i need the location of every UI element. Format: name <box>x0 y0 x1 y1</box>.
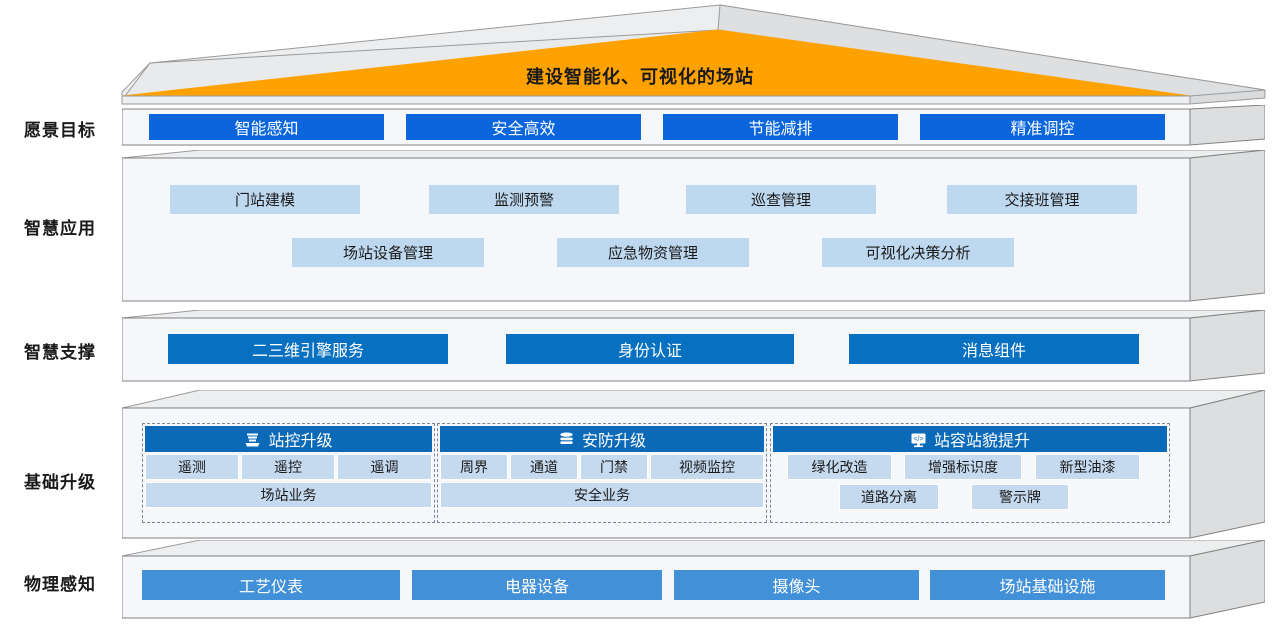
axis-label-support: 智慧支撑 <box>24 343 96 362</box>
roof-shape <box>120 4 1266 105</box>
app-item-5[interactable]: 应急物资管理 <box>557 238 749 267</box>
layer-base: 站控升级 遥测 遥控 遥调 场站业务 安防升级 周界 通道 门禁 <box>122 390 1265 540</box>
roof: 建设智能化、可视化的场站 <box>0 0 1273 150</box>
app-item-1[interactable]: 监测预警 <box>429 185 619 214</box>
base-group-2-item-2[interactable]: 新型油漆 <box>1035 454 1140 480</box>
base-group-0-item-1[interactable]: 遥控 <box>241 454 335 480</box>
support-item-0[interactable]: 二三维引擎服务 <box>168 334 448 364</box>
axis-label-vision: 愿景目标 <box>24 121 96 140</box>
physical-item-2[interactable]: 摄像头 <box>674 570 919 600</box>
app-item-3[interactable]: 交接班管理 <box>947 185 1137 214</box>
app-item-4[interactable]: 场站设备管理 <box>292 238 484 267</box>
app-item-0[interactable]: 门站建模 <box>170 185 360 214</box>
base-group-0-item-3[interactable]: 场站业务 <box>145 482 432 508</box>
base-group-2: </> 站容站貌提升 绿化改造 增强标识度 新型油漆 道路分离 警示牌 <box>770 423 1170 523</box>
layer-application: 门站建模 监测预警 巡查管理 交接班管理 场站设备管理 应急物资管理 可视化决策… <box>122 150 1265 305</box>
layer-support: 二三维引擎服务 身份认证 消息组件 <box>122 310 1265 385</box>
app-item-6[interactable]: 可视化决策分析 <box>822 238 1014 267</box>
base-group-0-title: 站控升级 <box>268 433 333 450</box>
base-group-1-item-1[interactable]: 通道 <box>510 454 578 480</box>
base-group-0-item-0[interactable]: 遥测 <box>145 454 239 480</box>
base-group-0-header[interactable]: 站控升级 <box>145 426 432 452</box>
svg-text:</>: </> <box>913 436 923 443</box>
vision-item-3[interactable]: 精准调控 <box>920 114 1165 140</box>
base-group-1-item-3[interactable]: 视频监控 <box>650 454 764 480</box>
base-group-1-title: 安防升级 <box>581 433 646 450</box>
base-group-1-item-4[interactable]: 安全业务 <box>440 482 764 508</box>
code-monitor-icon: </> <box>910 431 927 448</box>
base-group-1-header[interactable]: 安防升级 <box>440 426 764 452</box>
layer-application-3d <box>122 150 1265 302</box>
layer-physical: 工艺仪表 电器设备 摄像头 场站基础设施 <box>122 540 1265 619</box>
base-group-0: 站控升级 遥测 遥控 遥调 场站业务 <box>142 423 435 523</box>
database-stack-icon <box>558 431 575 448</box>
axis-label-base: 基础升级 <box>24 473 96 492</box>
base-group-2-title: 站容站貌提升 <box>933 433 1030 450</box>
support-item-2[interactable]: 消息组件 <box>849 334 1139 364</box>
vision-item-0[interactable]: 智能感知 <box>149 114 384 140</box>
physical-item-3[interactable]: 场站基础设施 <box>930 570 1165 600</box>
base-group-2-item-0[interactable]: 绿化改造 <box>787 454 892 480</box>
base-group-1: 安防升级 周界 通道 门禁 视频监控 安全业务 <box>437 423 767 523</box>
roof-title: 建设智能化、可视化的场站 <box>526 67 754 87</box>
base-group-2-header[interactable]: </> 站容站貌提升 <box>773 426 1167 452</box>
axis-label-application: 智慧应用 <box>24 219 96 238</box>
base-group-1-item-2[interactable]: 门禁 <box>580 454 648 480</box>
base-group-0-item-2[interactable]: 遥调 <box>337 454 432 480</box>
base-group-2-item-4[interactable]: 警示牌 <box>971 484 1069 510</box>
physical-item-0[interactable]: 工艺仪表 <box>142 570 400 600</box>
base-group-2-item-1[interactable]: 增强标识度 <box>904 454 1022 480</box>
vision-item-1[interactable]: 安全高效 <box>406 114 641 140</box>
base-group-2-item-3[interactable]: 道路分离 <box>839 484 939 510</box>
physical-item-1[interactable]: 电器设备 <box>412 570 662 600</box>
vision-item-2[interactable]: 节能减排 <box>663 114 898 140</box>
app-item-2[interactable]: 巡查管理 <box>686 185 876 214</box>
server-stack-icon <box>244 431 261 448</box>
layer-vision: 智能感知 安全高效 节能减排 精准调控 <box>122 105 1265 147</box>
base-group-1-item-0[interactable]: 周界 <box>440 454 508 480</box>
axis-label-physical: 物理感知 <box>24 575 96 594</box>
support-item-1[interactable]: 身份认证 <box>506 334 794 364</box>
